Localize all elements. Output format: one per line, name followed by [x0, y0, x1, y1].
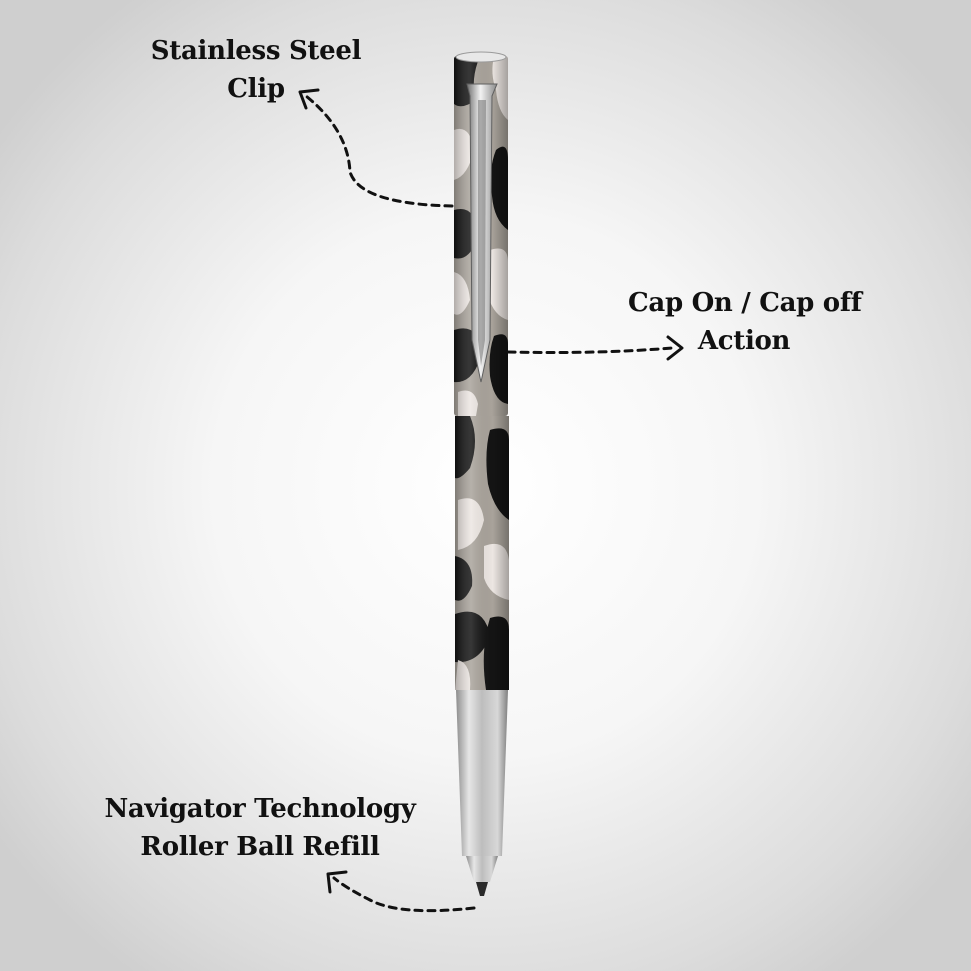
pen-grip-steel [456, 690, 508, 896]
arrow-clip [304, 94, 454, 208]
arrow-cap-head [666, 335, 684, 361]
cap-annotation: Cap On / Cap off Action [628, 284, 862, 360]
arrow-cap [506, 346, 674, 354]
refill-annotation-line1: Navigator Technology [104, 794, 416, 824]
refill-annotation-line2: Roller Ball Refill [140, 832, 380, 862]
pen-barrel [455, 416, 509, 690]
stainless-steel-clip [466, 83, 498, 383]
cap-annotation-line1: Cap On / Cap off [628, 288, 862, 318]
arrow-clip-head [298, 88, 320, 110]
clip-annotation: Stainless Steel Clip [150, 32, 362, 108]
arrow-refill-head [326, 870, 348, 894]
clip-annotation-line2: Clip [227, 74, 285, 104]
clip-annotation-line1: Stainless Steel [150, 36, 362, 66]
arrow-refill [332, 876, 476, 913]
cap-annotation-line2: Action [697, 326, 791, 356]
refill-annotation: Navigator Technology Roller Ball Refill [100, 790, 420, 866]
